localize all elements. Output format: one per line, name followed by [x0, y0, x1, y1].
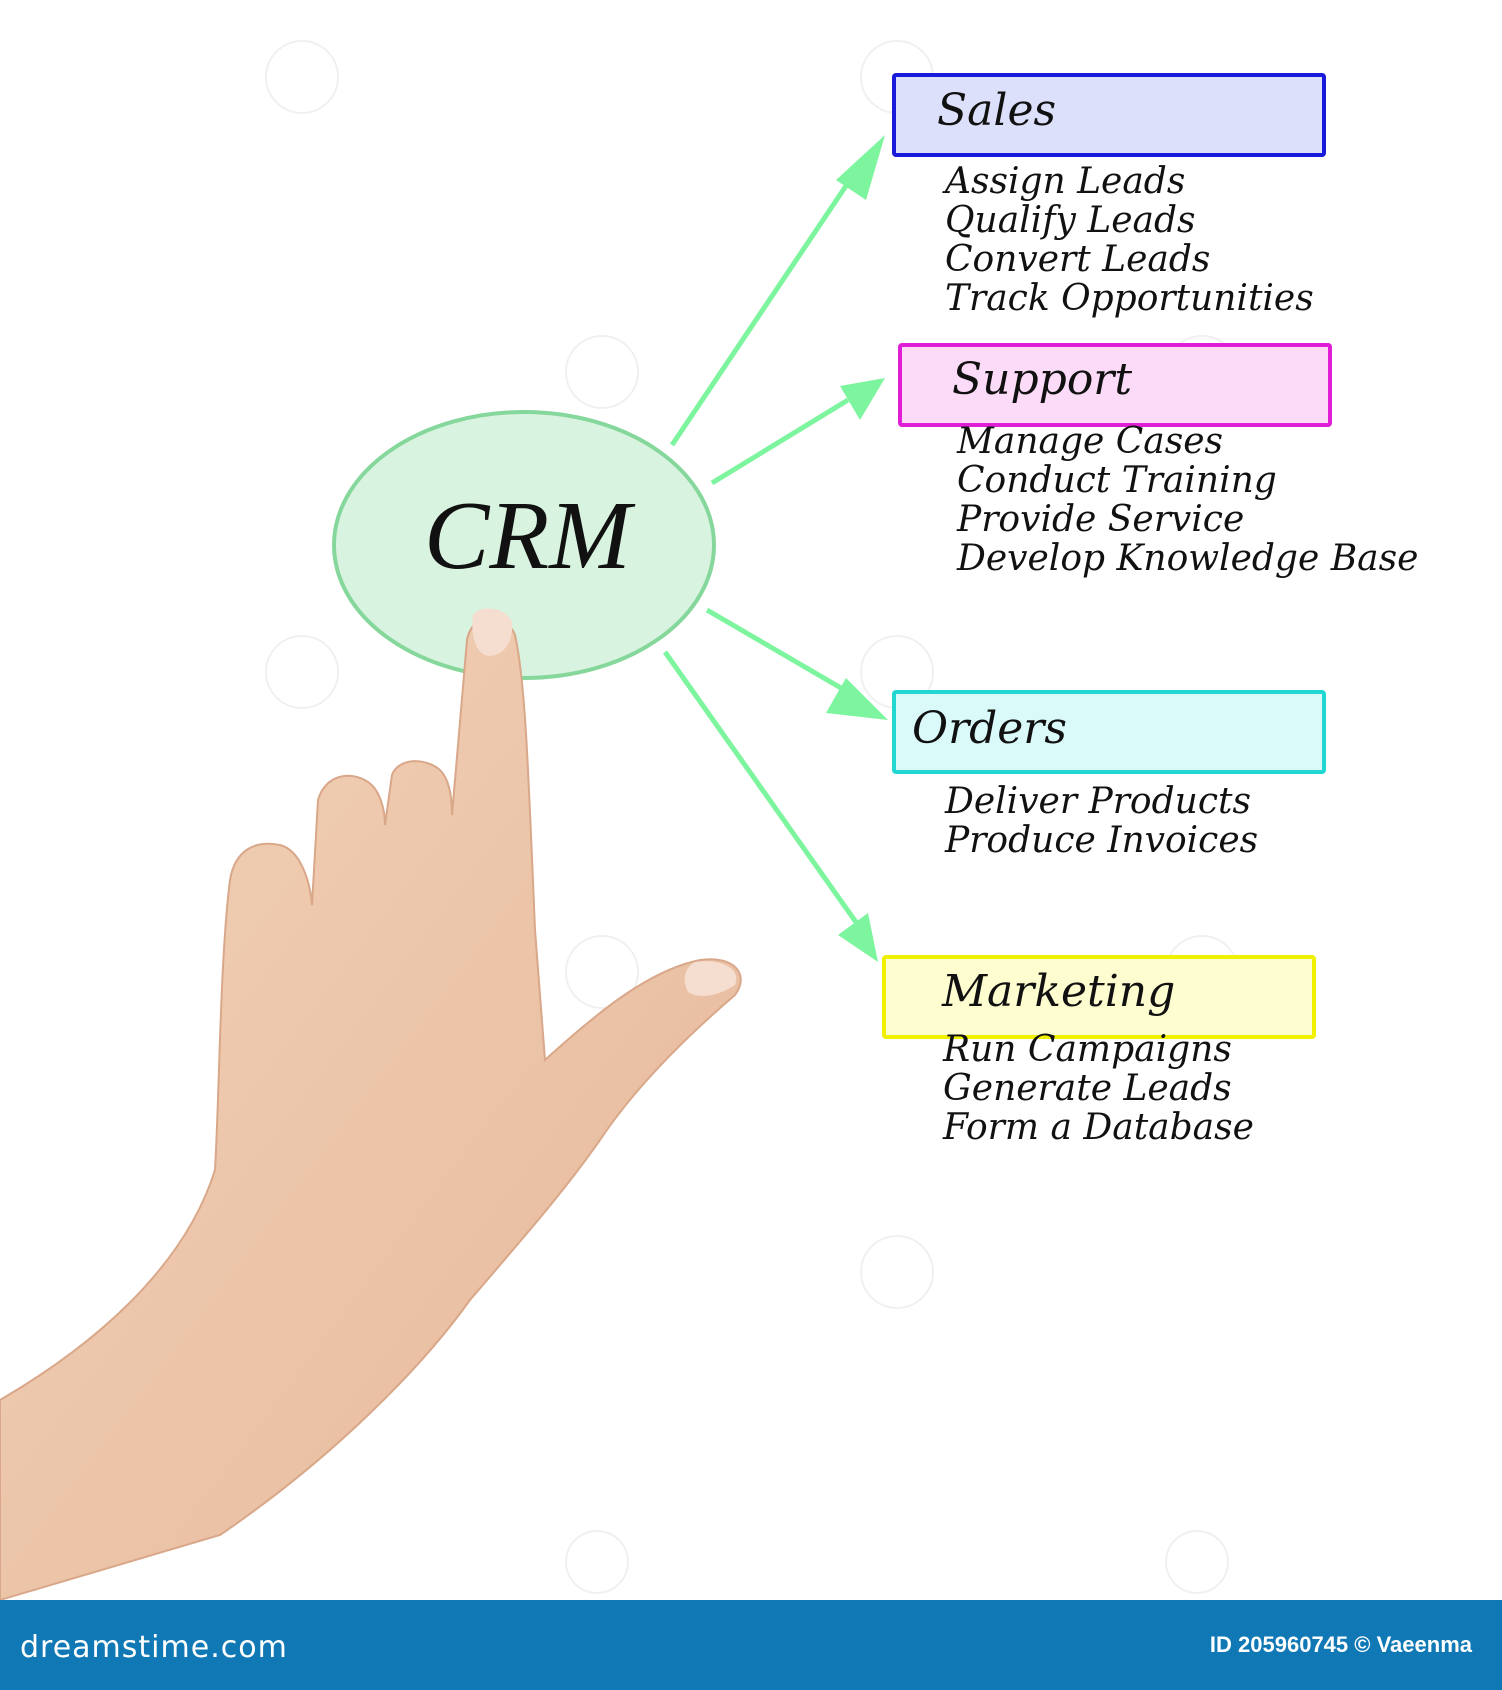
watermark-logo [265, 40, 339, 114]
watermark-logo [565, 1530, 629, 1594]
arrow-to-support [710, 378, 885, 486]
sales-item-assign-leads: Assign Leads [945, 161, 1186, 202]
stock-footer-bar: dreamstime.com ID 205960745 © Vaeenma [0, 1600, 1502, 1690]
support-box[interactable] [898, 343, 1332, 427]
support-item-conduct-training: Conduct Training [957, 460, 1277, 501]
crm-center-label: CRM [424, 482, 631, 590]
sales-item-track-opportunities: Track Opportunities [945, 278, 1314, 319]
marketing-title: Marketing [942, 966, 1176, 1017]
marketing-item-form-a-database: Form a Database [943, 1107, 1254, 1148]
marketing-item-generate-leads: Generate Leads [943, 1068, 1232, 1109]
arrow-to-marketing [662, 650, 878, 962]
support-item-provide-service: Provide Service [957, 499, 1245, 540]
footer-image-credit: ID 205960745 © Vaeenma [1209, 1632, 1472, 1657]
footer-site-logo[interactable]: dreamstime.com [20, 1630, 288, 1665]
marketing-item-run-campaigns: Run Campaigns [943, 1029, 1232, 1070]
arrow-to-sales [669, 135, 885, 447]
support-item-develop-knowledge-base: Develop Knowledge Base [957, 538, 1419, 579]
support-item-manage-cases: Manage Cases [957, 421, 1224, 462]
orders-item-produce-invoices: Produce Invoices [945, 820, 1259, 861]
sales-box[interactable] [892, 73, 1326, 157]
sales-item-convert-leads: Convert Leads [945, 239, 1211, 280]
watermark-logo [265, 635, 339, 709]
orders-box[interactable] [892, 690, 1326, 774]
watermark-logo [860, 1235, 934, 1309]
sales-item-qualify-leads: Qualify Leads [945, 200, 1196, 241]
marketing-box[interactable] [882, 955, 1316, 1039]
support-title: Support [952, 354, 1133, 405]
arrow-to-orders [705, 607, 888, 720]
crm-ellipse[interactable] [332, 410, 716, 680]
pointing-hand-photo [0, 608, 742, 1602]
orders-title: Orders [912, 703, 1067, 754]
watermark-logo [1165, 1530, 1229, 1594]
orders-item-deliver-products: Deliver Products [945, 781, 1251, 822]
sales-title: Sales [937, 85, 1057, 136]
watermark-logo [565, 335, 639, 409]
watermark-logo [565, 935, 639, 1009]
